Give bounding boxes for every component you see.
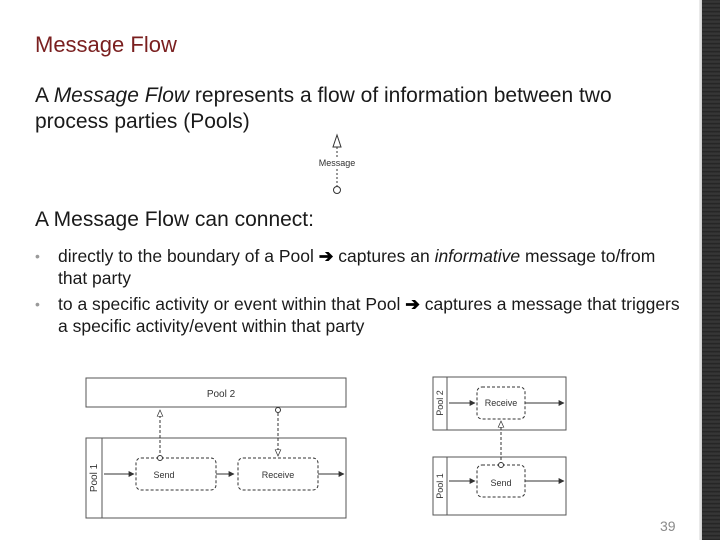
slide-edge-shadow: [699, 0, 702, 540]
message-flow-send-origin: [498, 462, 504, 468]
bullet-1-emphasis: informative: [434, 246, 521, 266]
bullet-dot-icon: •: [35, 248, 40, 264]
bullet-item-pool-boundary: • directly to the boundary of a Pool ➔ c…: [35, 245, 685, 289]
page-number: 39: [660, 518, 676, 534]
bullet-1-after: message to/from that party: [58, 246, 656, 288]
bullet-list: • directly to the boundary of a Pool ➔ c…: [35, 245, 685, 341]
message-symbol-label: Message: [319, 158, 356, 168]
activity-message-diagram: Pool 2 Receive Pool 1 Send: [432, 376, 567, 516]
pool-2-label: Pool 2: [435, 390, 445, 416]
message-flow-send-origin: [157, 455, 163, 461]
intro-suffix: represents a flow of information between…: [35, 84, 612, 133]
bullet-1-before: directly to the boundary of a Pool: [58, 246, 319, 266]
pool-1-label: Pool 1: [435, 473, 445, 499]
bullet-2-before: to a specific activity or event within t…: [58, 294, 406, 314]
message-flow-receive-origin: [275, 407, 281, 413]
bullet-1-middle: captures an: [333, 246, 435, 266]
slide-edge-border: [702, 0, 720, 540]
intro-prefix: A: [35, 84, 54, 107]
pool-boundary-diagram: Pool 2 Pool 1 Send Receive: [85, 377, 347, 519]
bullet-dot-icon: •: [35, 296, 40, 312]
pool-1-label: Pool 1: [89, 463, 100, 492]
right-arrow-icon: ➔: [405, 294, 420, 314]
task-receive-label: Receive: [485, 398, 518, 408]
right-arrow-icon: ➔: [318, 246, 334, 266]
message-flow-origin-circle: [333, 186, 341, 194]
task-send-label: Send: [490, 478, 511, 488]
task-receive-box: [237, 457, 319, 491]
message-flow-arrowhead: [332, 133, 342, 148]
connect-heading: A Message Flow can connect:: [35, 208, 314, 231]
slide-title: Message Flow: [35, 32, 177, 57]
pool-2-label: Pool 2: [207, 389, 236, 400]
intro-paragraph: A Message Flow represents a flow of info…: [35, 83, 675, 135]
intro-term: Message Flow: [53, 84, 190, 107]
message-flow-symbol: Message: [319, 133, 356, 194]
task-send-box: [135, 457, 217, 491]
task-send-label: Send: [153, 470, 174, 480]
bullet-2-middle: captures a message that triggers a speci…: [58, 294, 680, 336]
bullet-item-activity: • to a specific activity or event within…: [35, 293, 685, 337]
pool-2-box: [85, 377, 347, 408]
task-receive-label: Receive: [262, 470, 295, 480]
